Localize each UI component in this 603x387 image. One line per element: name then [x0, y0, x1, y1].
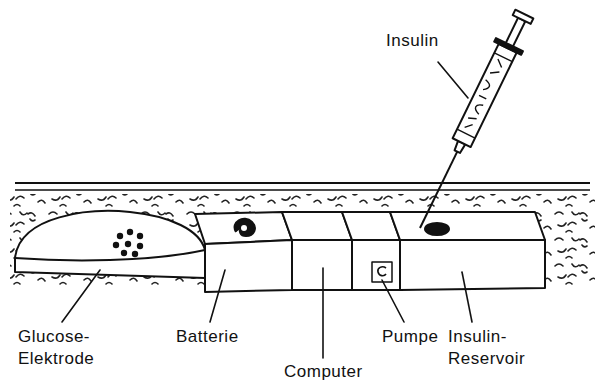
part-label: Pumpe	[382, 326, 452, 348]
pump-block	[342, 212, 400, 290]
part-label: Computer	[284, 361, 394, 383]
glucose-electrode	[15, 211, 205, 278]
computer-block	[282, 212, 352, 290]
leader-line	[62, 270, 100, 322]
leader-line	[438, 62, 468, 98]
leader-line	[382, 280, 404, 322]
insulin-reservoir	[390, 212, 545, 290]
skin-line	[15, 189, 590, 191]
skin-line	[15, 182, 590, 184]
leader-line	[462, 272, 472, 322]
leader-line	[210, 270, 225, 322]
battery-block	[195, 212, 292, 292]
leader-line	[322, 268, 324, 358]
part-label: Glucose- Elektrode	[18, 326, 110, 370]
part-label: Insulin- Reservoir	[448, 326, 543, 370]
part-label: Batterie	[176, 326, 276, 348]
syringe-label: Insulin	[386, 30, 476, 52]
